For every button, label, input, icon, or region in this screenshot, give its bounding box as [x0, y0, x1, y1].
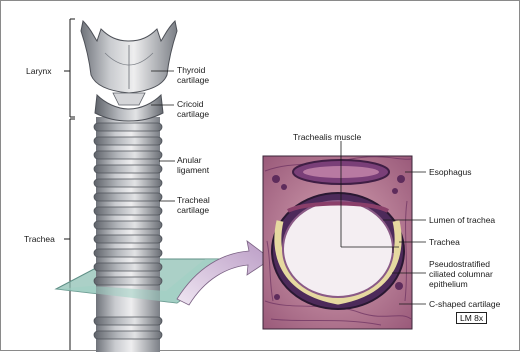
region-brackets	[64, 19, 75, 350]
trachea-column	[94, 117, 162, 352]
thyroid-cartilage-label: Thyroid cartilage	[177, 65, 209, 85]
trachealis-muscle-label: Trachealis muscle	[293, 132, 361, 142]
esophagus-label: Esophagus	[429, 167, 472, 177]
c-shaped-cartilage-label: C-shaped cartilage	[429, 299, 500, 309]
trachea-label: Trachea	[429, 237, 460, 247]
magnification-badge: LM 8x	[456, 312, 487, 324]
anular-ligament-label: Anular ligament	[177, 155, 209, 175]
lumen	[283, 201, 393, 297]
cricoid-cartilage-label: Cricoid cartilage	[177, 99, 209, 119]
larynx-label: Larynx	[26, 66, 52, 76]
tracheal-cartilage-label: Tracheal cartilage	[177, 195, 210, 215]
trachea-region-label: Trachea	[24, 234, 55, 244]
lumen-of-trachea-label: Lumen of trachea	[429, 215, 495, 225]
histology-micrograph	[263, 141, 412, 329]
epithelium-label: Pseudostratified ciliated columnar epith…	[429, 259, 493, 289]
